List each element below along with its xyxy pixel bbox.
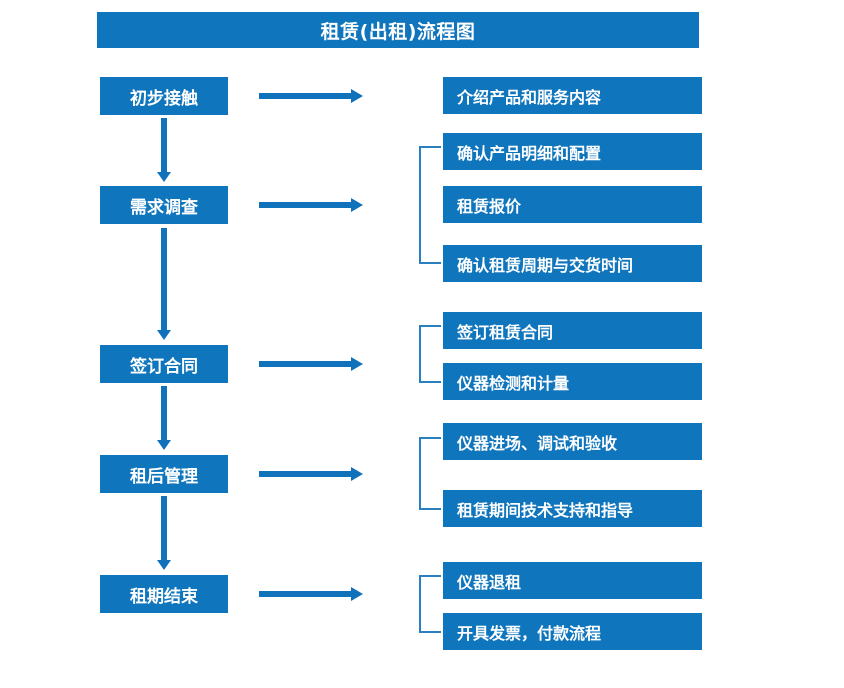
detail-instrument-entry[interactable]: 仪器进场、调试和验收: [443, 423, 702, 460]
detail-introduce-products[interactable]: 介绍产品和服务内容: [443, 77, 702, 114]
h-arrow-initial-contact: [259, 89, 363, 103]
arrow-head-right-icon: [351, 89, 363, 103]
v-arrow-3: [157, 386, 171, 450]
detail-lease-quote[interactable]: 租赁报价: [443, 186, 702, 223]
stage-initial-contact[interactable]: 初步接触: [100, 77, 228, 115]
detail-instrument-test[interactable]: 仪器检测和计量: [443, 363, 702, 400]
h-arrow-sign-contract: [259, 357, 363, 371]
detail-confirm-period[interactable]: 确认租赁周期与交货时间: [443, 245, 702, 282]
h-arrow-demand-survey: [259, 198, 363, 212]
arrow-head-down-icon: [157, 330, 171, 340]
arrow-shaft: [161, 118, 167, 172]
arrow-shaft: [259, 93, 351, 99]
arrow-head-right-icon: [351, 357, 363, 371]
arrow-shaft: [259, 471, 351, 477]
arrow-head-down-icon: [157, 440, 171, 450]
page-title: 租赁(出租)流程图: [97, 12, 699, 48]
arrow-shaft: [259, 591, 351, 597]
h-arrow-lease-end: [259, 587, 363, 601]
stage-post-rent-mgmt[interactable]: 租后管理: [100, 455, 228, 493]
stage-sign-contract[interactable]: 签订合同: [100, 345, 228, 383]
arrow-shaft: [161, 496, 167, 560]
arrow-shaft: [161, 228, 167, 330]
v-arrow-4: [157, 496, 171, 570]
detail-sign-lease[interactable]: 签订租赁合同: [443, 312, 702, 349]
detail-invoice-payment[interactable]: 开具发票，付款流程: [443, 613, 702, 650]
arrow-head-down-icon: [157, 560, 171, 570]
arrow-head-right-icon: [351, 467, 363, 481]
arrow-head-down-icon: [157, 172, 171, 182]
arrow-head-right-icon: [351, 587, 363, 601]
bracket-demand-survey: [419, 146, 441, 264]
detail-confirm-spec[interactable]: 确认产品明细和配置: [443, 133, 702, 170]
arrow-head-right-icon: [351, 198, 363, 212]
arrow-shaft: [161, 386, 167, 440]
bracket-post-rent-mgmt: [419, 437, 441, 510]
stage-lease-end[interactable]: 租期结束: [100, 575, 228, 613]
bracket-lease-end: [419, 575, 441, 633]
detail-tech-support[interactable]: 租赁期间技术支持和指导: [443, 490, 702, 527]
v-arrow-1: [157, 118, 171, 182]
arrow-shaft: [259, 202, 351, 208]
bracket-sign-contract: [419, 325, 441, 383]
h-arrow-post-rent-mgmt: [259, 467, 363, 481]
detail-instrument-return[interactable]: 仪器退租: [443, 562, 702, 599]
v-arrow-2: [157, 228, 171, 340]
stage-demand-survey[interactable]: 需求调查: [100, 186, 228, 224]
arrow-shaft: [259, 361, 351, 367]
